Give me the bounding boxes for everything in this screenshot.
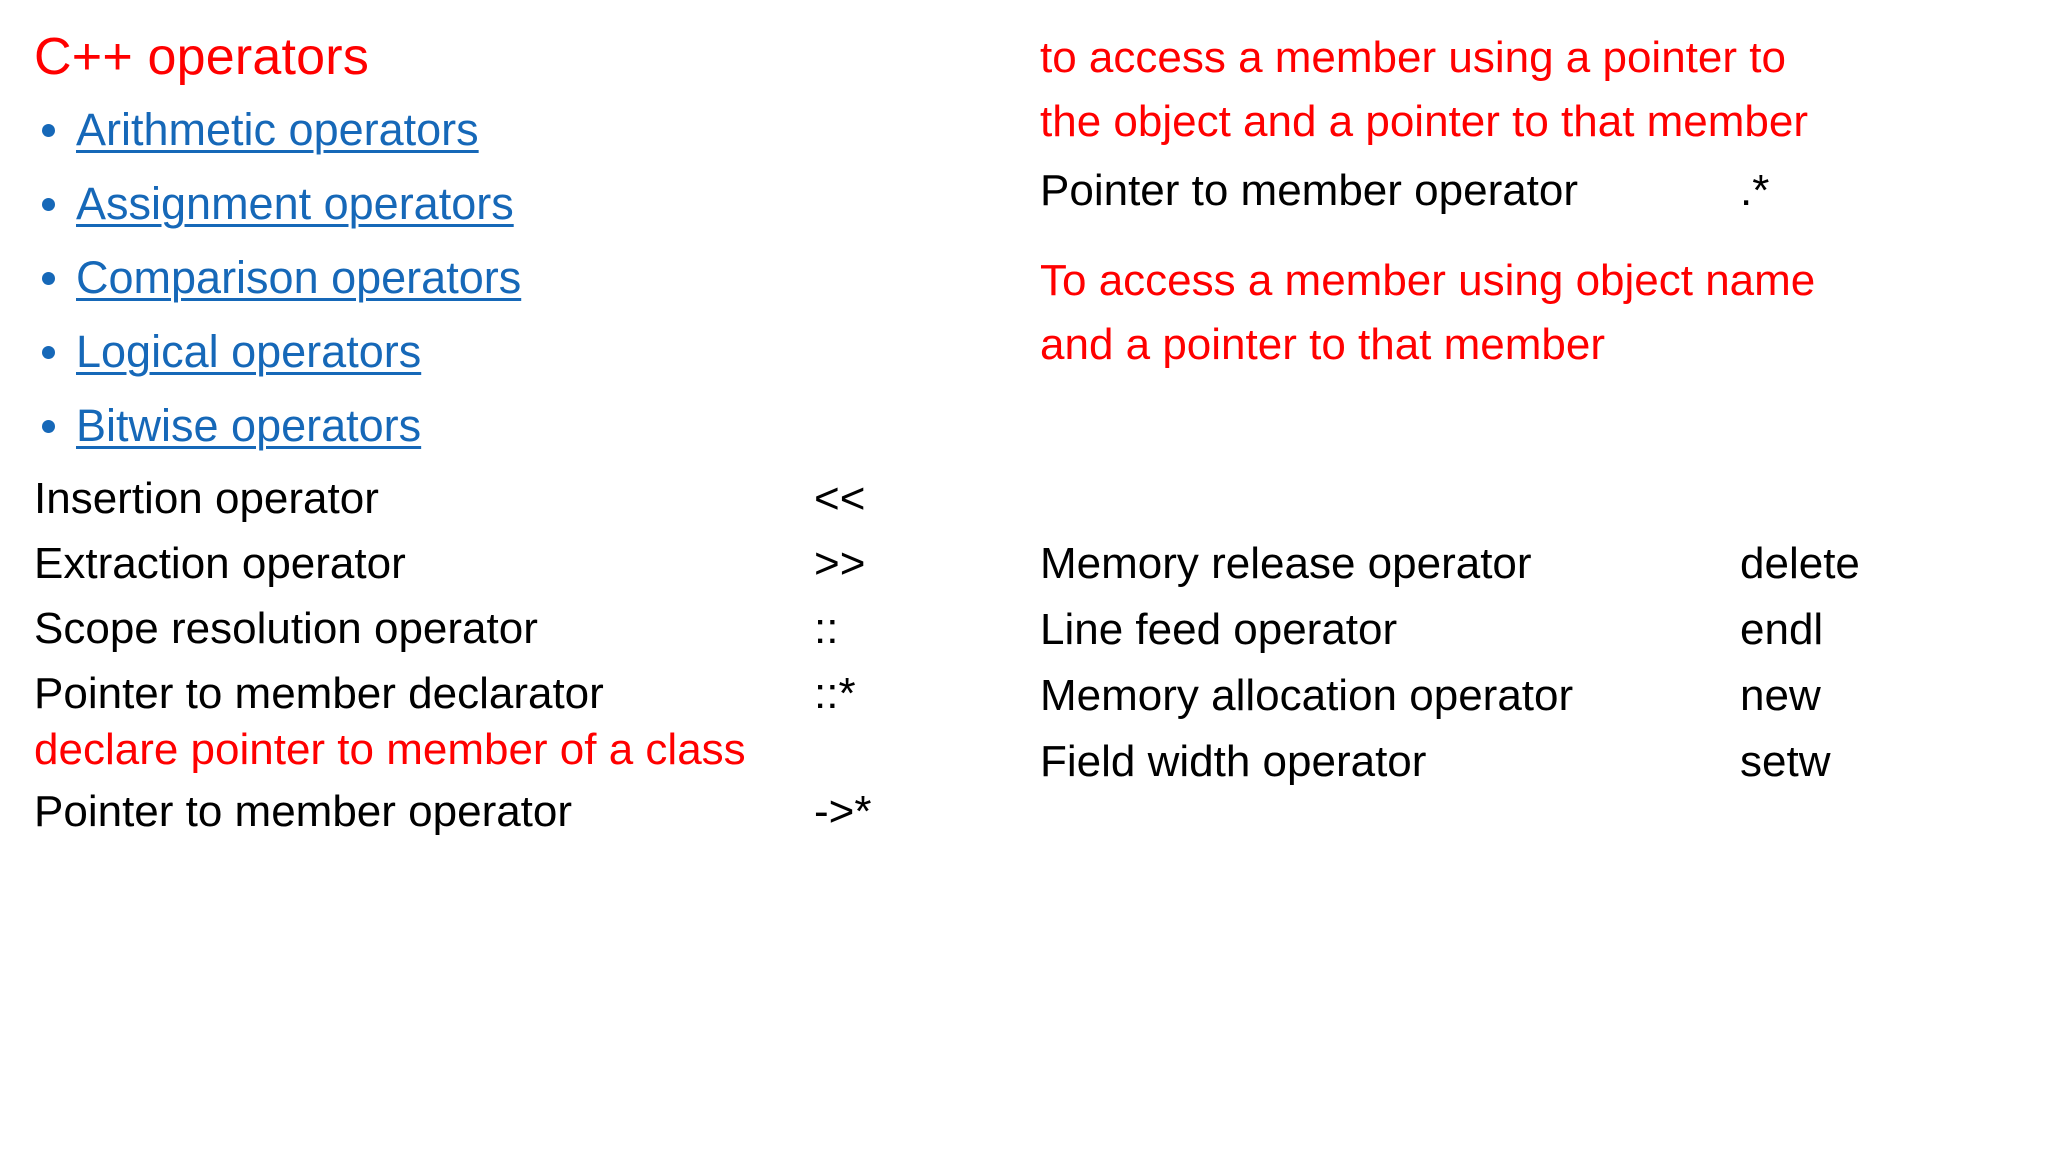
bullet-icon — [42, 272, 55, 285]
note-line: and a pointer to that member — [1040, 320, 1605, 369]
link-assignment-operators[interactable]: Assignment operators — [76, 178, 514, 229]
operator-name: Scope resolution operator — [34, 604, 538, 653]
operator-symbol: >> — [814, 539, 866, 588]
note-dot-star: To access a member using object name and… — [1040, 249, 2030, 377]
table-row: Field width operator setw — [1040, 735, 2030, 801]
operator-name: Line feed operator — [1040, 605, 1398, 654]
note-line: to access a member using a pointer to — [1040, 33, 1786, 82]
note-arrow-star: to access a member using a pointer to th… — [1040, 26, 2030, 154]
operator-symbol: new — [1740, 671, 1821, 720]
spacer — [1040, 387, 2030, 537]
table-row: Memory release operator delete — [1040, 537, 2030, 603]
operator-name: Memory allocation operator — [1040, 671, 1574, 720]
list-item-assignment-operators[interactable]: Assignment operators — [34, 176, 994, 234]
operator-symbol: endl — [1740, 605, 1824, 654]
operator-name: Extraction operator — [34, 539, 406, 588]
operator-name: Pointer to member declarator — [34, 669, 604, 718]
operator-name: Pointer to member operator — [1040, 166, 1579, 215]
list-item-bitwise-operators[interactable]: Bitwise operators — [34, 398, 994, 456]
operator-symbol: << — [814, 474, 866, 523]
operator-symbol: .* — [1740, 166, 1770, 215]
operator-symbol: ::* — [814, 669, 856, 718]
operator-symbol: setw — [1740, 737, 1831, 786]
right-operator-table: Memory release operator delete Line feed… — [1040, 537, 2030, 801]
table-row: Pointer to member declarator ::* — [34, 667, 994, 727]
link-logical-operators[interactable]: Logical operators — [76, 326, 422, 377]
bullet-icon — [42, 346, 55, 359]
left-column: C++ operators Arithmetic operators Assig… — [34, 26, 994, 850]
list-item-arithmetic-operators[interactable]: Arithmetic operators — [34, 102, 994, 160]
page-title: C++ operators — [34, 28, 370, 86]
operator-name: Field width operator — [1040, 737, 1427, 786]
bullet-icon — [42, 124, 55, 137]
operator-links-list: Arithmetic operators Assignment operator… — [34, 102, 994, 456]
operator-name: Memory release operator — [1040, 539, 1532, 588]
left-operator-table: Insertion operator << Extraction operato… — [34, 472, 994, 850]
operator-symbol: :: — [814, 604, 839, 653]
note-line: the object and a pointer to that member — [1040, 97, 1809, 146]
link-bitwise-operators[interactable]: Bitwise operators — [76, 400, 422, 451]
link-arithmetic-operators[interactable]: Arithmetic operators — [76, 104, 479, 155]
table-row: Scope resolution operator :: — [34, 602, 994, 667]
bullet-icon — [42, 198, 55, 211]
list-item-logical-operators[interactable]: Logical operators — [34, 324, 994, 382]
list-item-comparison-operators[interactable]: Comparison operators — [34, 250, 994, 308]
right-column: to access a member using a pointer to th… — [1040, 26, 2030, 801]
table-row: Memory allocation operator new — [1040, 669, 2030, 735]
operator-symbol: ->* — [814, 787, 872, 836]
table-row: Pointer to member operator .* — [1040, 164, 2030, 249]
table-row: Line feed operator endl — [1040, 603, 2030, 669]
operator-name: Insertion operator — [34, 474, 379, 523]
table-row: Pointer to member operator ->* — [34, 785, 994, 850]
link-comparison-operators[interactable]: Comparison operators — [76, 252, 522, 303]
table-row: Extraction operator >> — [34, 537, 994, 602]
declarator-note: declare pointer to member of a class — [34, 725, 746, 774]
table-row: Insertion operator << — [34, 472, 994, 537]
operator-name: Pointer to member operator — [34, 787, 573, 836]
note-line: To access a member using object name — [1040, 256, 1816, 305]
operator-symbol: delete — [1740, 539, 1860, 588]
bullet-icon — [42, 420, 55, 433]
